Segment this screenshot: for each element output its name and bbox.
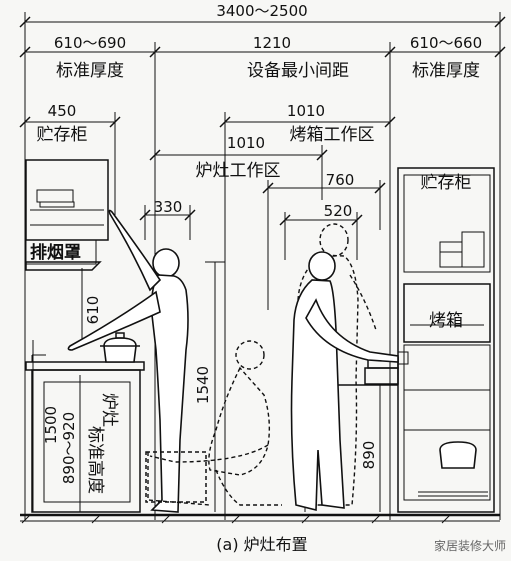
label-oven: 烤箱	[429, 311, 463, 331]
dimension-ticks	[19, 16, 506, 226]
left-wall-unit	[25, 159, 109, 265]
floor	[20, 513, 500, 524]
label-storage-right: 贮存柜	[421, 173, 472, 193]
range-hood	[25, 261, 102, 271]
label-oven-zone: 烤箱工作区	[290, 125, 375, 145]
dim-right-depth: 610～660	[410, 34, 482, 52]
label-stove: 炉灶	[99, 393, 119, 427]
label-min-clearance: 设备最小间距	[247, 61, 349, 81]
watermark: 家居装修大师	[434, 538, 506, 553]
label-std-depth-right: 标准厚度	[412, 61, 480, 81]
label-storage-left: 贮存柜	[37, 125, 88, 145]
figure-caption: (a) 炉灶布置	[216, 535, 307, 554]
dim-stove-zone-width: 1010	[227, 134, 265, 152]
dim-height-1500: 1500	[42, 406, 60, 444]
dim-left-depth: 610～690	[54, 34, 126, 52]
dim-height-890: 890	[360, 441, 378, 470]
dim-width-330: 330	[154, 198, 183, 216]
label-stove-zone: 炉灶工作区	[196, 161, 281, 181]
person-reaching-icon	[67, 209, 189, 513]
dashed-box-oven-zone	[145, 451, 207, 503]
label-range-hood: 排烟罩	[30, 242, 81, 263]
dim-height-890-920: 890～920	[60, 412, 78, 484]
label-std-height: 标准高度	[85, 426, 105, 494]
dim-height-1540: 1540	[194, 366, 212, 404]
dim-storage-upper-left: 450	[48, 102, 77, 120]
stove-counter	[25, 354, 145, 513]
dim-middle-clearance: 1210	[253, 34, 291, 52]
text-labels: 3400～2500 610～690 1210 610～660 标准厚度 设备最小…	[30, 2, 506, 554]
dim-total-width: 3400～2500	[216, 2, 307, 20]
dim-width-760: 760	[326, 171, 355, 189]
right-storage-unit	[389, 167, 495, 513]
dim-height-610: 610	[84, 296, 102, 325]
person-standing-ghost	[297, 223, 377, 506]
person-crouching-ghost	[147, 340, 282, 506]
label-std-depth-left: 标准厚度	[56, 61, 124, 81]
dim-oven-zone-width: 1010	[287, 102, 325, 120]
dim-width-520: 520	[324, 202, 353, 220]
pot-icon	[100, 332, 140, 363]
person-at-oven-icon	[290, 251, 399, 512]
